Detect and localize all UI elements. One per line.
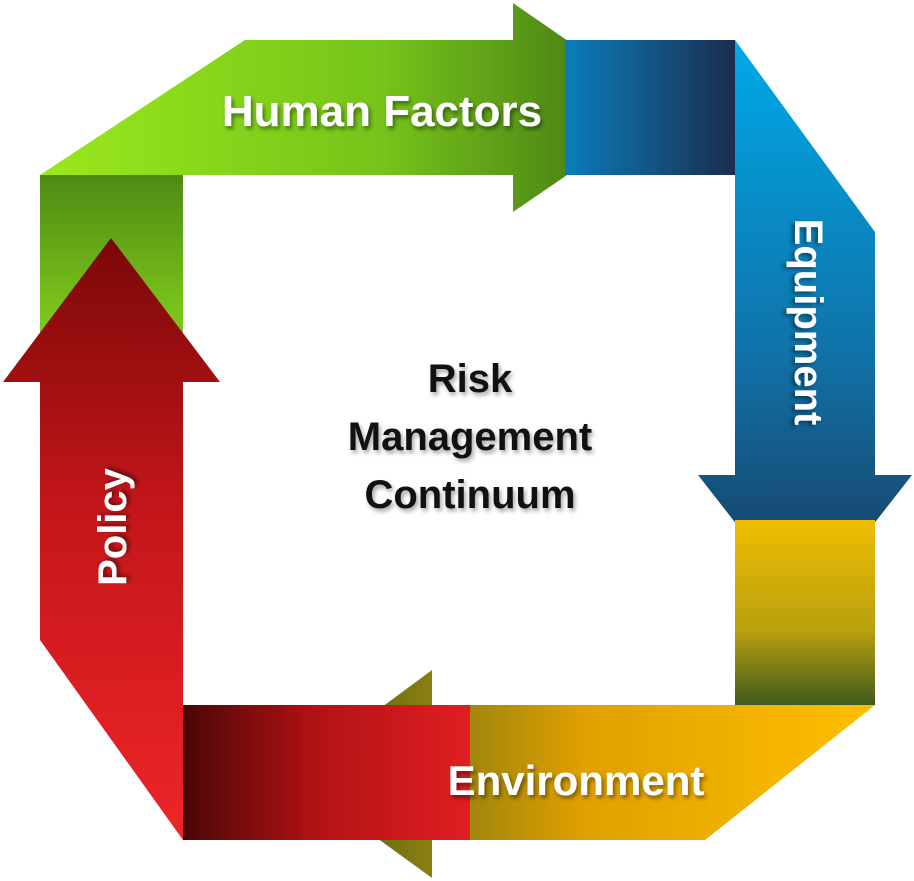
equipment-arrow-body	[698, 40, 912, 612]
center-title: Risk Management Continuum	[260, 350, 680, 524]
equipment-label: Equipment	[786, 219, 830, 426]
human-factors-label: Human Factors	[222, 87, 542, 136]
equipment-arrow	[565, 40, 912, 612]
center-title-line-1: Risk	[427, 357, 513, 401]
policy-arrow-tail	[183, 705, 470, 840]
center-title-line-2: Management	[347, 415, 593, 459]
policy-arrow	[3, 238, 470, 840]
environment-label: Environment	[448, 757, 705, 804]
center-title-line-3: Continuum	[364, 473, 576, 517]
human-factors-arrow-body	[40, 3, 665, 212]
policy-arrow-body	[3, 238, 220, 840]
environment-arrow-tail	[735, 520, 875, 705]
policy-label: Policy	[91, 467, 135, 586]
equipment-arrow-tail	[565, 40, 735, 175]
